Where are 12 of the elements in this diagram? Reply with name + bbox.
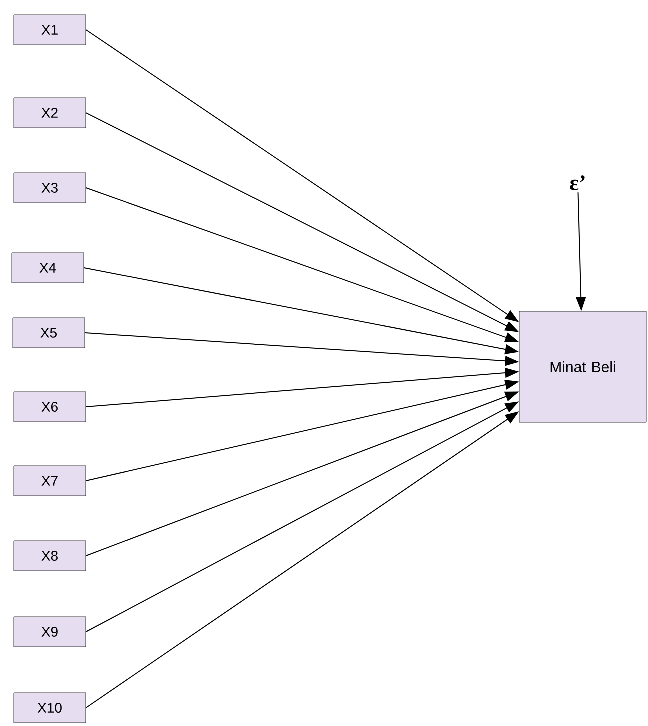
variable-box: X7 bbox=[14, 466, 86, 496]
variable-box: X9 bbox=[14, 616, 86, 648]
variable-box: X8 bbox=[14, 540, 86, 572]
error-term-label: ε’ bbox=[570, 176, 585, 190]
variable-box: X2 bbox=[14, 98, 86, 128]
variable-box: X4 bbox=[12, 252, 84, 284]
variable-box: X10 bbox=[14, 692, 86, 724]
variable-box: X5 bbox=[12, 318, 86, 348]
variable-box: X3 bbox=[14, 172, 86, 204]
variable-box: X6 bbox=[14, 392, 86, 422]
variable-box: X1 bbox=[14, 14, 86, 46]
variable-box: Minat Beli bbox=[519, 311, 647, 423]
